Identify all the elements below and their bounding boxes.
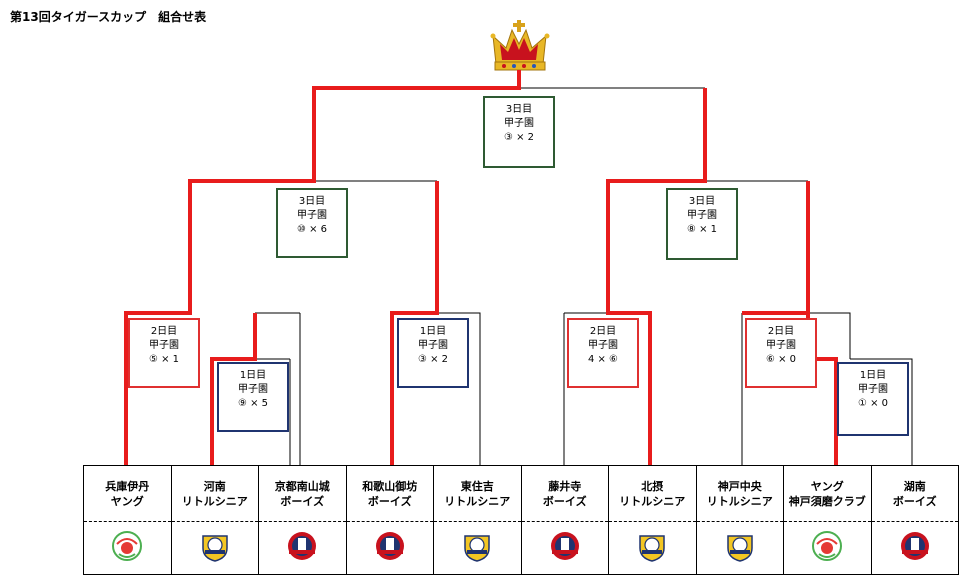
- match-score: ③ × 2: [503, 132, 535, 143]
- match-score: 4 × ⑥: [587, 354, 619, 365]
- boys-league-logo-icon: [288, 532, 317, 560]
- team-name-line1: ヤング: [810, 479, 844, 493]
- match-box-qf4: 2日目 甲子園 ⑥ × 0: [745, 318, 817, 388]
- young-league-logo-icon: [112, 531, 143, 561]
- match-score: ① × 0: [857, 398, 889, 409]
- team-table: 兵庫伊丹ヤング 河南リトルシニア 京都南山城ボーイズ 和歌山御坊ボーイズ 東住吉…: [83, 465, 959, 575]
- match-day: 2日目: [150, 326, 178, 337]
- team-cell: 和歌山御坊ボーイズ: [345, 465, 434, 522]
- team-cell: 兵庫伊丹ヤング: [83, 465, 172, 522]
- boys-league-logo-icon: [375, 532, 404, 560]
- match-venue: 甲子園: [297, 210, 327, 221]
- match-box-qf2: 1日目 甲子園 ③ × 2: [397, 318, 469, 388]
- match-box-semi-right: 3日目 甲子園 ⑧ × 1: [666, 188, 738, 260]
- team-cell: 京都南山城ボーイズ: [258, 465, 347, 522]
- match-day: 2日目: [589, 326, 617, 337]
- team-logo-row: [83, 521, 959, 575]
- match-day: 3日目: [298, 196, 326, 207]
- team-name-line2: リトルシニア: [444, 494, 511, 508]
- team-name-line1: 東住吉: [460, 479, 494, 493]
- team-logo-cell: [608, 521, 697, 575]
- team-name-line2: ボーイズ: [542, 494, 587, 508]
- match-venue: 甲子園: [238, 384, 268, 395]
- bracket-winner-lines: [124, 70, 838, 465]
- match-day: 1日目: [419, 326, 447, 337]
- match-day: 3日目: [505, 104, 533, 115]
- match-day: 2日目: [767, 326, 795, 337]
- match-score: ⑩ × 6: [296, 224, 328, 235]
- team-name-line2: 神戸須磨クラブ: [788, 494, 866, 508]
- team-cell: 神戸中央リトルシニア: [695, 465, 784, 522]
- match-box-qf1: 2日目 甲子園 ⑤ × 1: [128, 318, 200, 388]
- team-name-line1: 河南: [203, 479, 226, 493]
- match-venue: 甲子園: [149, 340, 179, 351]
- match-venue: 甲子園: [504, 118, 534, 129]
- team-cell: 北摂リトルシニア: [608, 465, 697, 522]
- team-name-line2: ボーイズ: [367, 494, 412, 508]
- page-title: 第13回タイガースカップ 組合せ表: [10, 10, 207, 24]
- team-cell: ヤング神戸須磨クラブ: [783, 465, 872, 522]
- match-box-r1b: 1日目 甲子園 ① × 0: [837, 362, 909, 436]
- match-venue: 甲子園: [588, 340, 618, 351]
- team-name-line1: 神戸中央: [717, 479, 762, 493]
- match-score: ⑥ × 0: [765, 354, 797, 365]
- boys-league-logo-icon: [550, 532, 579, 560]
- team-logo-cell: [170, 521, 259, 575]
- team-name-line1: 湖南: [903, 479, 926, 493]
- match-box-final: 3日目 甲子園 ③ × 2: [483, 96, 555, 168]
- team-logo-cell: [83, 521, 172, 575]
- match-venue: 甲子園: [766, 340, 796, 351]
- match-score: ⑤ × 1: [148, 354, 180, 365]
- match-venue: 甲子園: [858, 384, 888, 395]
- team-name-line1: 藤井寺: [548, 479, 582, 493]
- little-senior-logo-icon: [727, 535, 753, 562]
- team-logo-cell: [258, 521, 347, 575]
- little-senior-logo-icon: [464, 535, 490, 562]
- team-logo-cell: [870, 521, 959, 575]
- match-day: 1日目: [859, 370, 887, 381]
- team-name-line2: ボーイズ: [280, 494, 325, 508]
- team-logo-cell: [433, 521, 522, 575]
- team-name-row: 兵庫伊丹ヤング 河南リトルシニア 京都南山城ボーイズ 和歌山御坊ボーイズ 東住吉…: [83, 465, 959, 522]
- match-day: 1日目: [239, 370, 267, 381]
- match-score: ③ × 2: [417, 354, 449, 365]
- team-name-line2: リトルシニア: [181, 494, 248, 508]
- crown-icon: [490, 20, 550, 71]
- match-box-qf3: 2日目 甲子園 4 × ⑥: [567, 318, 639, 388]
- match-score: ⑧ × 1: [686, 224, 718, 235]
- team-name-line1: 兵庫伊丹: [105, 479, 150, 493]
- team-cell: 藤井寺ボーイズ: [520, 465, 609, 522]
- team-cell: 湖南ボーイズ: [870, 465, 959, 522]
- match-day: 3日目: [688, 196, 716, 207]
- little-senior-logo-icon: [639, 535, 665, 562]
- team-name-line2: リトルシニア: [706, 494, 773, 508]
- team-logo-cell: [345, 521, 434, 575]
- team-name-line2: ボーイズ: [892, 494, 937, 508]
- team-name-line1: 北摂: [641, 479, 664, 493]
- team-name-line2: リトルシニア: [619, 494, 686, 508]
- young-league-logo-icon: [812, 531, 843, 561]
- team-logo-cell: [695, 521, 784, 575]
- team-cell: 河南リトルシニア: [170, 465, 259, 522]
- team-logo-cell: [783, 521, 872, 575]
- match-box-semi-left: 3日目 甲子園 ⑩ × 6: [276, 188, 348, 258]
- match-box-r1a: 1日目 甲子園 ⑨ × 5: [217, 362, 289, 432]
- boys-league-logo-icon: [900, 532, 929, 560]
- team-logo-cell: [520, 521, 609, 575]
- team-cell: 東住吉リトルシニア: [433, 465, 522, 522]
- team-name-line1: 和歌山御坊: [362, 479, 418, 493]
- team-name-line2: ヤング: [110, 494, 144, 508]
- little-senior-logo-icon: [202, 535, 228, 562]
- team-name-line1: 京都南山城: [274, 479, 330, 493]
- match-venue: 甲子園: [418, 340, 448, 351]
- match-venue: 甲子園: [687, 210, 717, 221]
- match-score: ⑨ × 5: [237, 398, 269, 409]
